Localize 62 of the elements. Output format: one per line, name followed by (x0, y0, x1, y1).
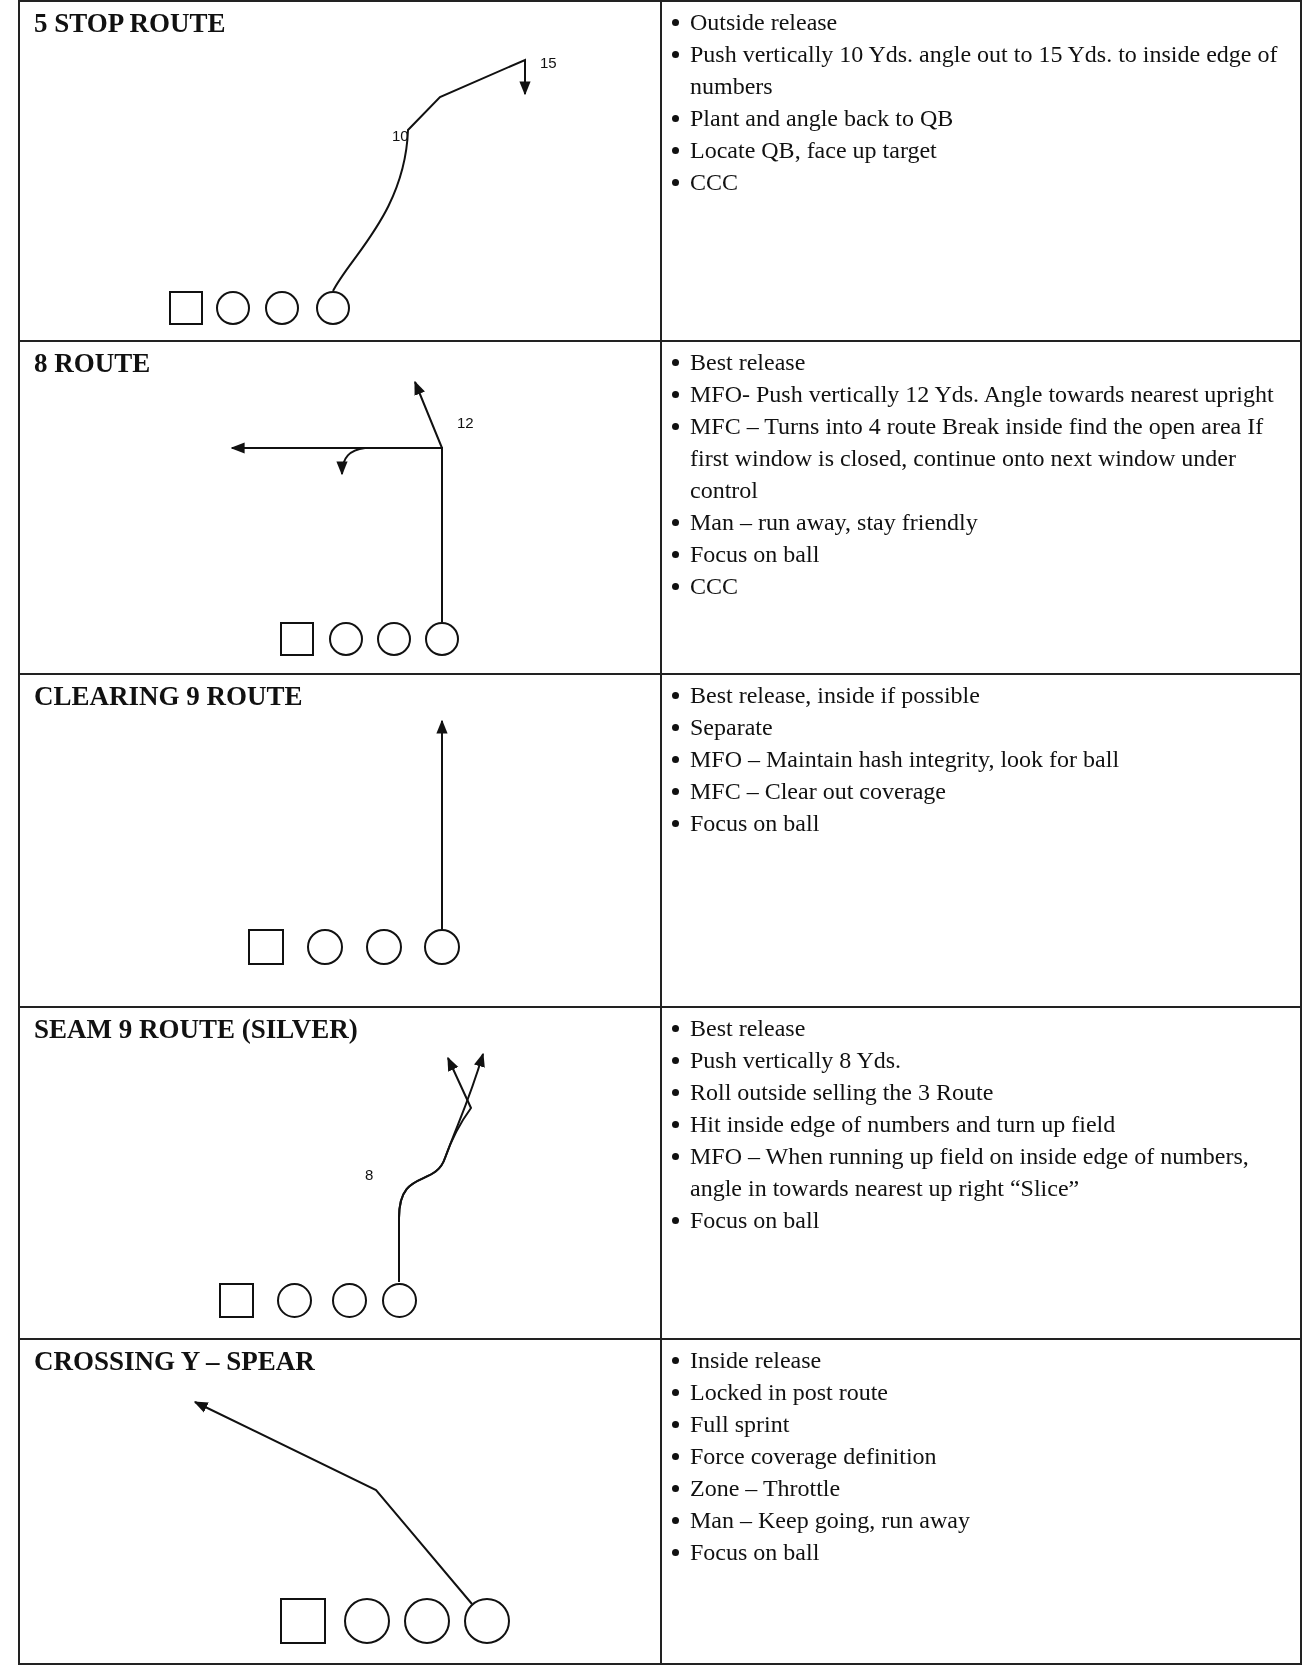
player-square (280, 1598, 326, 1644)
route-arrow (193, 1401, 473, 1605)
route-title: 8 ROUTE (34, 348, 151, 379)
yardage-number: 15 (540, 54, 557, 71)
player-circle (377, 622, 411, 656)
route-arrow (398, 1056, 472, 1283)
coaching-point: Best release (690, 1015, 806, 1041)
coaching-point: Hit inside edge of numbers and turn up field (690, 1111, 1116, 1137)
coaching-point: Locate QB, face up target (690, 137, 937, 163)
player-circle (276, 1282, 312, 1318)
route-title: 5 STOP ROUTE (34, 8, 226, 39)
coaching-point: CCC (690, 573, 739, 599)
player-circle (464, 1598, 510, 1644)
coaching-point: CCC (690, 169, 739, 195)
coaching-point: Outside release (690, 9, 838, 35)
coaching-point: Zone – Throttle (690, 1475, 841, 1501)
coaching-point: Locked in post route (690, 1379, 888, 1405)
coaching-point: Focus on ball (690, 1207, 820, 1233)
route-arrow (436, 719, 448, 930)
coaching-point: Focus on ball (690, 1539, 820, 1565)
player-circle (381, 1282, 417, 1318)
player-square (218, 1282, 254, 1318)
player-square (280, 622, 314, 656)
coaching-point: Push vertically 10 Yds. angle out to 15 Yds. to inside edge of numbers (690, 41, 1278, 99)
coaching-point: Push vertically 8 Yds. (690, 1047, 902, 1073)
coaching-point: MFC – Clear out coverage (690, 778, 946, 804)
player-circle (366, 929, 402, 965)
coaching-point: Man – Keep going, run away (690, 1507, 970, 1533)
coaching-point: Force coverage definition (690, 1443, 937, 1469)
coaching-point: Full sprint (690, 1411, 790, 1437)
coaching-point: Man – run away, stay friendly (690, 509, 978, 535)
route-title: CLEARING 9 ROUTE (34, 681, 303, 712)
coaching-point: MFO- Push vertically 12 Yds. Angle towards nearest upright (690, 381, 1274, 407)
route-title: SEAM 9 ROUTE (SILVER) (34, 1014, 358, 1045)
yardage-number: 12 (457, 414, 474, 431)
coaching-point: Separate (690, 714, 773, 740)
coaching-point: Best release, inside if possible (690, 682, 980, 708)
coaching-point: Plant and angle back to QB (690, 105, 954, 131)
coaching-point: Inside release (690, 1347, 822, 1373)
coaching-point: MFO – Maintain hash integrity, look for ball (690, 746, 1120, 772)
player-circle (307, 929, 343, 965)
player-circle (404, 1598, 450, 1644)
player-circle (265, 291, 299, 325)
coaching-point: Roll outside selling the 3 Route (690, 1079, 994, 1105)
coaching-point: MFO – When running up field on inside edge of numbers, angle in towards nearest up right “Slice” (690, 1143, 1249, 1201)
player-square (248, 929, 284, 965)
player-circle (331, 1282, 367, 1318)
coaching-point: MFC – Turns into 4 route Break inside find the open area If first window is closed, continue onto next window under control (690, 413, 1264, 503)
route-arrow (332, 59, 531, 292)
player-circle (425, 622, 459, 656)
coaching-point: Focus on ball (690, 810, 820, 836)
player-circle (216, 291, 250, 325)
player-circle (344, 1598, 390, 1644)
coaching-point: Best release (690, 349, 806, 375)
player-circle (316, 291, 350, 325)
route-arrow (336, 447, 443, 623)
coaching-point: Focus on ball (690, 541, 820, 567)
route-title: CROSSING Y – SPEAR (34, 1346, 315, 1377)
player-circle (329, 622, 363, 656)
player-square (169, 291, 203, 325)
yardage-number: 8 (365, 1166, 374, 1183)
player-circle (424, 929, 460, 965)
